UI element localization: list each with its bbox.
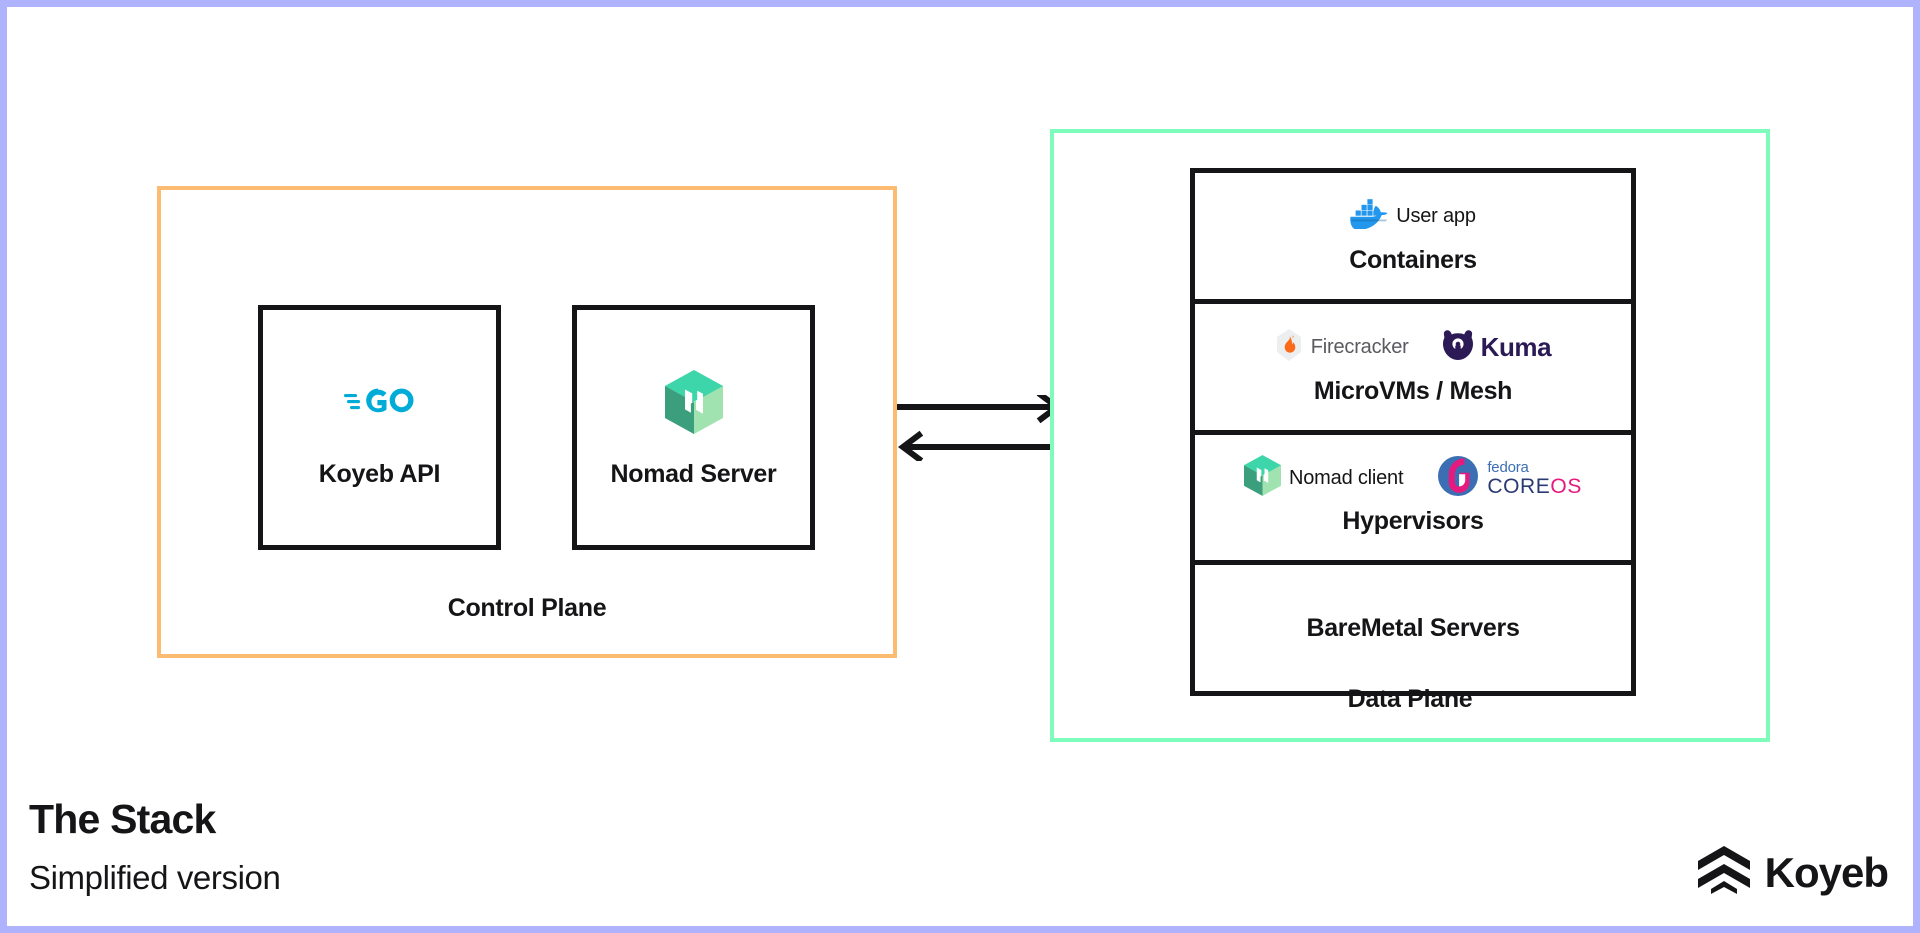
stack-row-title: MicroVMs / Mesh	[1313, 376, 1513, 405]
logo-item-fedora-coreos: fedora COREOS	[1437, 455, 1582, 502]
fedora-coreos-wordmark: fedora COREOS	[1487, 460, 1582, 497]
logo-label: Kuma	[1480, 332, 1552, 363]
page-subtitle: Simplified version	[29, 859, 281, 896]
stack-row-title: Hypervisors	[1342, 507, 1484, 536]
stack-row-title: Containers	[1349, 245, 1477, 274]
fedora-coreos-icon	[1437, 455, 1479, 502]
coreos-os-part: OS	[1550, 474, 1582, 498]
plane-connector-arrows	[897, 390, 1063, 464]
control-plane-group: Koyeb API Nomad Server Control Plane	[157, 186, 897, 658]
data-plane-stack: User app Containers	[1190, 168, 1636, 696]
logo-label: User app	[1396, 205, 1476, 228]
firecracker-icon	[1275, 328, 1303, 367]
data-plane-group: User app Containers	[1050, 129, 1770, 742]
logo-label: Firecracker	[1310, 336, 1409, 359]
logo-item-nomad-client: Nomad client	[1244, 455, 1404, 501]
data-plane-label: Data Plane	[1347, 685, 1473, 713]
stack-row-microvms-mesh: Firecracker Kuma MicroVMs / Mes	[1195, 304, 1631, 435]
docker-icon	[1350, 199, 1390, 234]
control-plane-label: Control Plane	[447, 594, 607, 622]
stack-row-containers: User app Containers	[1195, 173, 1631, 304]
arrow-left-head	[898, 430, 924, 464]
logo-item-firecracker: Firecracker	[1275, 328, 1409, 367]
stack-row-title: BareMetal Servers	[1306, 613, 1520, 642]
nomad-logo	[664, 366, 723, 438]
stack-row-baremetal-servers: BareMetal Servers	[1195, 565, 1631, 691]
nomad-icon	[1244, 455, 1282, 501]
koyeb-wordmark: Koyeb	[1764, 848, 1889, 896]
logo-item-kuma: Kuma	[1442, 329, 1552, 366]
fedora-word: fedora	[1487, 458, 1529, 476]
coreos-word: COREOS	[1487, 476, 1582, 497]
logo-label: Nomad client	[1289, 466, 1404, 489]
go-logo	[343, 366, 416, 438]
coreos-core-part: CORE	[1487, 474, 1551, 498]
control-plane-box-nomad-server: Nomad Server	[572, 305, 815, 550]
control-plane-box-title: Nomad Server	[610, 460, 777, 488]
koyeb-brand: Koyeb	[1697, 845, 1889, 900]
stack-row-hypervisors: Nomad client fedora COREOS	[1195, 435, 1631, 566]
koyeb-chevron-logo	[1697, 845, 1751, 900]
page-title: The Stack	[29, 796, 216, 842]
control-plane-box-title: Koyeb API	[318, 460, 441, 488]
kuma-icon	[1442, 329, 1473, 366]
control-plane-box-koyeb-api: Koyeb API	[258, 305, 501, 550]
logo-item-user-app: User app	[1350, 199, 1476, 234]
